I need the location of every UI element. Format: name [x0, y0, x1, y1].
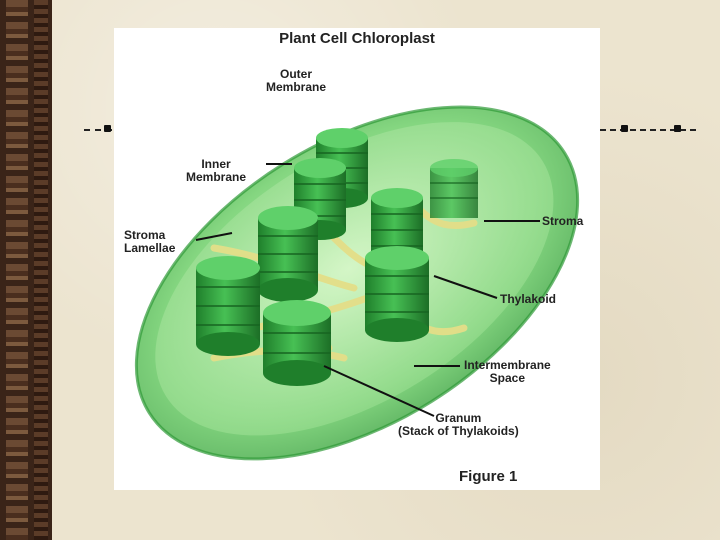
- label-stroma: Stroma: [542, 215, 583, 228]
- chloroplast-figure: Plant Cell Chloroplast Outer Membrane In…: [114, 28, 600, 490]
- label-inner-membrane-line2: Membrane: [186, 171, 246, 184]
- label-intermembrane-space-line2: Space: [464, 372, 551, 385]
- wood-texture: [6, 0, 28, 540]
- figure-caption: Figure 1: [459, 468, 517, 485]
- decorative-side-strip: [0, 0, 52, 540]
- label-inner-membrane: Inner Membrane: [186, 158, 246, 184]
- label-outer-membrane: Outer Membrane: [266, 68, 326, 94]
- label-stroma-lamellae: Stroma Lamellae: [124, 229, 175, 255]
- decorative-dot-right-1: [621, 125, 628, 132]
- decorative-dot-left: [104, 125, 111, 132]
- label-thylakoid: Thylakoid: [500, 293, 556, 306]
- label-outer-membrane-line2: Membrane: [266, 81, 326, 94]
- figure-title: Plant Cell Chloroplast: [114, 30, 600, 47]
- decorative-dot-right-2: [674, 125, 681, 132]
- chloroplast-illustration: [114, 28, 600, 490]
- label-intermembrane-space: Intermembrane Space: [464, 359, 551, 385]
- decorative-dashed-line-right: [600, 129, 696, 133]
- label-stroma-lamellae-line2: Lamellae: [124, 242, 175, 255]
- wood-bar: [34, 0, 48, 540]
- label-granum-line2: (Stack of Thylakoids): [398, 425, 519, 438]
- outer-membrane-shape: [114, 34, 600, 490]
- label-granum: Granum (Stack of Thylakoids): [398, 412, 519, 438]
